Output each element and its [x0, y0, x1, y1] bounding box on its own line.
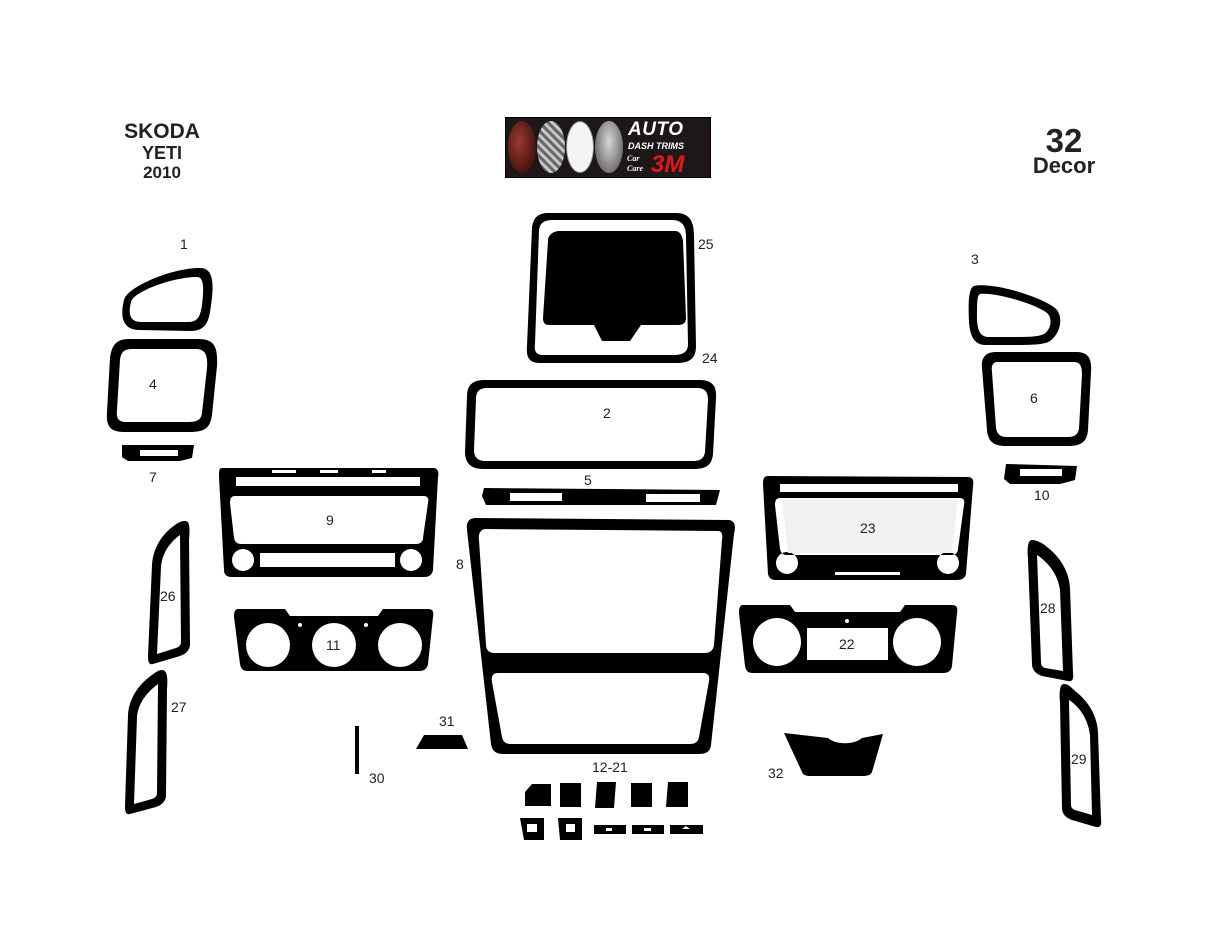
- trim-part-12: [525, 784, 551, 806]
- label-part-5: 5: [584, 472, 592, 488]
- label-part-2: 2: [603, 405, 611, 421]
- label-part-31: 31: [439, 713, 455, 729]
- trim-parts-12-21: [520, 782, 703, 840]
- vehicle-model: YETI: [141, 143, 182, 163]
- trim-part-8: [466, 518, 735, 754]
- trim-part-2: [465, 380, 717, 469]
- label-part-25: 25: [698, 236, 714, 252]
- piece-count-word: Decor: [1032, 153, 1096, 178]
- trim-part-17: [520, 818, 544, 840]
- label-part-7: 7: [149, 469, 157, 485]
- trim-part-1: [122, 268, 213, 331]
- label-part-23: 23: [860, 520, 876, 536]
- trim-part-29: [1059, 684, 1102, 828]
- trim-part-7: [122, 445, 194, 461]
- trim-part-10: [1004, 464, 1077, 484]
- trim-part-9: [219, 468, 439, 577]
- trim-part-23-insert: [782, 500, 958, 553]
- logo-auto-text: AUTO: [628, 119, 684, 140]
- logo-car-text: Car: [627, 154, 640, 163]
- piece-count: 32: [1045, 122, 1083, 159]
- label-part-32: 32: [768, 765, 784, 781]
- label-part-12-21: 12-21: [592, 759, 628, 775]
- trim-part-32: [784, 733, 883, 776]
- label-part-30: 30: [369, 770, 385, 786]
- piece-count-block: 32 Decor: [1018, 124, 1110, 177]
- trim-part-20: [632, 825, 664, 834]
- logo-care-text: Care: [627, 164, 643, 173]
- carbon-swatch-icon: [537, 121, 565, 173]
- trim-part-30: [355, 726, 359, 774]
- label-part-4: 4: [149, 376, 157, 392]
- trim-part-15: [631, 783, 652, 807]
- label-part-6: 6: [1030, 390, 1038, 406]
- label-part-9: 9: [326, 512, 334, 528]
- trim-part-6: [981, 352, 1092, 446]
- trim-part-23: [763, 476, 974, 580]
- wood-swatch-icon: [508, 121, 536, 173]
- label-part-26: 26: [160, 588, 176, 604]
- trim-part-27: [125, 670, 168, 815]
- label-part-22: 22: [839, 636, 855, 652]
- trim-part-26: [148, 521, 190, 665]
- vehicle-make: SKODA: [124, 120, 200, 143]
- label-part-3: 3: [971, 251, 979, 267]
- trim-part-31: [416, 735, 468, 749]
- trim-part-9-slots: [272, 470, 386, 473]
- white-swatch-icon: [566, 121, 594, 173]
- logo-3m-text: 3M: [651, 151, 685, 178]
- logo-dash-trims-text: DASH TRIMS: [628, 141, 684, 151]
- trim-part-18: [558, 818, 582, 840]
- trim-part-19: [594, 825, 626, 834]
- vehicle-model-block: SKODA YETI 2010: [110, 121, 214, 181]
- label-part-10: 10: [1034, 487, 1050, 503]
- label-part-11: 11: [326, 637, 341, 653]
- trim-part-21: [670, 825, 703, 834]
- aluminium-swatch-icon: [595, 121, 623, 173]
- trim-part-25: [543, 231, 686, 341]
- label-part-24: 24: [702, 350, 718, 366]
- trim-part-22: [739, 605, 958, 673]
- label-part-29: 29: [1071, 751, 1087, 767]
- trim-part-11: [234, 609, 434, 671]
- label-part-27: 27: [171, 699, 187, 715]
- trim-part-4: [106, 339, 218, 432]
- trim-part-16: [666, 782, 688, 807]
- vehicle-year: 2010: [143, 163, 181, 182]
- label-part-8: 8: [456, 556, 464, 572]
- label-part-1: 1: [180, 236, 188, 252]
- trim-part-13: [560, 783, 581, 807]
- trim-part-14: [595, 782, 616, 808]
- brand-logo: AUTO DASH TRIMS Car Care 3M: [505, 117, 711, 178]
- trim-part-3: [968, 285, 1061, 345]
- trim-part-5: [482, 488, 720, 505]
- trim-part-28: [1027, 540, 1074, 682]
- label-part-28: 28: [1040, 600, 1056, 616]
